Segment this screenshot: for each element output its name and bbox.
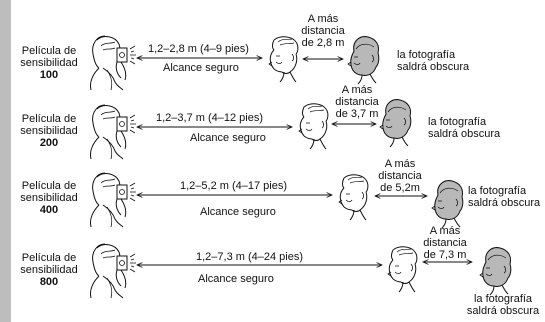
dark-note: la fotografía saldrá obscura bbox=[397, 49, 469, 73]
film-row-200: Película de sensibilidad 200 1,2–3,7 m (… bbox=[0, 0, 545, 149]
page-edge-tab bbox=[0, 0, 11, 322]
range-text: 1,2–7,3 m (4–24 pies) bbox=[196, 251, 304, 263]
subject-figure bbox=[338, 174, 369, 221]
film-speed-label: Película de sensibilidad 200 bbox=[14, 113, 84, 149]
film-speed-label: Película de sensibilidad 400 bbox=[14, 180, 84, 216]
far-distance-value: de 3,7 m bbox=[335, 108, 379, 120]
dark-note: la fotografía saldrá obscura bbox=[463, 293, 543, 317]
far-distance-value: de 7,3 m bbox=[423, 249, 467, 261]
far-distance-value: de 5,2m bbox=[380, 182, 420, 194]
dark-note-line1: la fotografía bbox=[468, 185, 527, 197]
dark-note-line2: saldrá obscura bbox=[397, 61, 470, 73]
range-text: 1,2–5,2 m (4–17 pies) bbox=[180, 180, 288, 192]
far-prefix-line2: distancia bbox=[335, 96, 379, 108]
film-label-line2: sensibilidad bbox=[20, 125, 78, 137]
safe-range-label: Alcance seguro bbox=[163, 62, 239, 74]
far-prefix-line1: A más bbox=[384, 158, 416, 170]
film-label-line2: sensibilidad bbox=[20, 57, 78, 69]
film-label-line1: Película de bbox=[21, 113, 77, 125]
dark-subject-figure bbox=[431, 180, 464, 229]
dark-note-line2: saldrá obscura bbox=[468, 197, 541, 209]
far-distance-note: A más distancia de 5,2m bbox=[367, 158, 433, 194]
film-label-line2: sensibilidad bbox=[20, 192, 78, 204]
film-speed-label: Película de sensibilidad 100 bbox=[14, 45, 84, 81]
iso-value: 400 bbox=[39, 204, 59, 216]
far-prefix-line1: A más bbox=[307, 13, 339, 25]
safe-range-label: Alcance seguro bbox=[198, 273, 274, 285]
dark-note: la fotografía saldrá obscura bbox=[468, 185, 540, 209]
dark-note-line2: saldrá obscura bbox=[428, 128, 501, 140]
far-distance-value: de 2,8 m bbox=[301, 37, 345, 49]
film-speed-label: Película de sensibilidad 800 bbox=[14, 252, 84, 288]
dark-note-line1: la fotografía bbox=[473, 293, 533, 305]
dark-note-line2: saldrá obscura bbox=[466, 305, 540, 317]
dark-note: la fotografía saldrá obscura bbox=[428, 116, 500, 140]
far-prefix-line2: distancia bbox=[423, 237, 467, 249]
photographer-figure bbox=[89, 172, 137, 228]
photographer-figure bbox=[89, 243, 137, 299]
safe-range-label: Alcance seguro bbox=[190, 132, 266, 144]
film-row-100: Película de sensibilidad 100 1,2–2,8 m (… bbox=[0, 0, 545, 81]
far-distance-note: A más distancia de 7,3 m bbox=[412, 225, 478, 261]
far-distance-note: A más distancia de 2,8 m bbox=[290, 13, 356, 49]
far-distance-note: A más distancia de 3,7 m bbox=[324, 84, 390, 120]
iso-value: 800 bbox=[39, 276, 59, 288]
far-prefix-line1: A más bbox=[341, 84, 373, 96]
dark-subject-figure bbox=[479, 247, 512, 296]
film-label-line1: Película de bbox=[21, 180, 77, 192]
dark-note-line1: la fotografía bbox=[428, 116, 487, 128]
photographer-figure bbox=[89, 104, 137, 160]
iso-value: 100 bbox=[39, 69, 59, 81]
dark-note-line1: la fotografía bbox=[397, 49, 456, 61]
far-prefix-line1: A más bbox=[429, 225, 461, 237]
far-prefix-line2: distancia bbox=[378, 170, 422, 182]
film-label-line1: Película de bbox=[21, 45, 77, 57]
range-text: 1,2–2,8 m (4–9 pies) bbox=[148, 43, 249, 55]
far-prefix-line2: distancia bbox=[301, 25, 345, 37]
film-label-line2: sensibilidad bbox=[20, 264, 78, 276]
range-text: 1,2–3,7 m (4–12 pies) bbox=[156, 112, 264, 124]
film-label-line1: Película de bbox=[21, 252, 77, 264]
safe-range-label: Alcance seguro bbox=[200, 206, 276, 218]
film-row-400: Película de sensibilidad 400 1,2–5,2 m (… bbox=[0, 0, 545, 218]
iso-value: 200 bbox=[39, 137, 59, 149]
